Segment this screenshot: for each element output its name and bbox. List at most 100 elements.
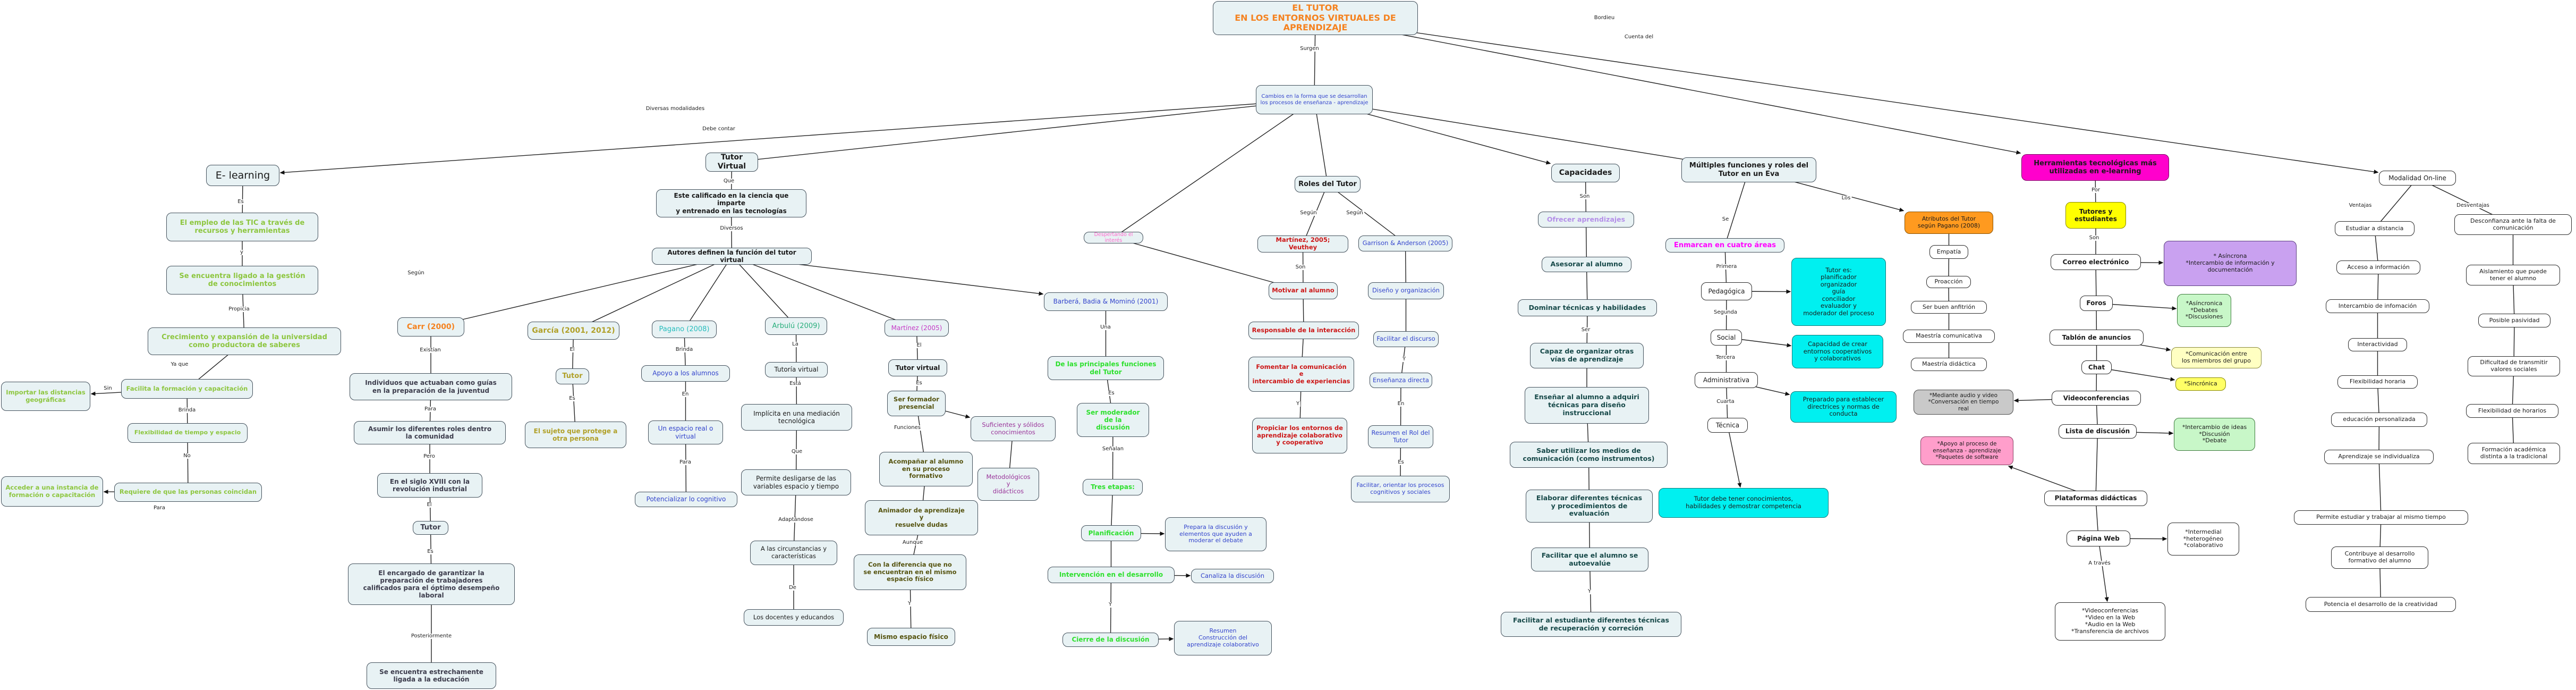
eduPersonalizada-node[interactable]: educación personalizada — [2331, 413, 2427, 427]
link-label[interactable]: Posteriormente — [410, 633, 453, 639]
plataformas-node[interactable]: Plataformas didácticas — [2044, 491, 2147, 506]
aprendizajeIndiv-node[interactable]: Aprendizaje se individualiza — [2324, 450, 2434, 464]
herramientas-node[interactable]: Herramientas tecnológicas más utilizadas… — [2021, 154, 2169, 181]
tablon-node[interactable]: Tablón de anuncios — [2050, 330, 2144, 346]
aislamiento-node[interactable]: Aislamiento que puede tener el alumno — [2466, 265, 2560, 285]
estrechamente-node[interactable]: Se encuentra estrechamente ligada a la e… — [367, 662, 496, 689]
preparado-node[interactable]: Preparado para establecer directrices y … — [1790, 391, 1897, 423]
dominar-node[interactable]: Dominar técnicas y habilidades — [1518, 299, 1657, 316]
motivar-node[interactable]: Motivar al alumno — [1269, 282, 1338, 299]
acompanar-node[interactable]: Acompañar al alumno en su proceso format… — [879, 452, 973, 486]
asincronica-node[interactable]: *Asíncronica *Debates *Discusiones — [2177, 294, 2231, 327]
facilitarOrientar-node[interactable]: Facilitar, orientar los procesos cogniti… — [1351, 476, 1450, 502]
empleoTic-node[interactable]: El empleo de las TIC a través de recurso… — [166, 213, 318, 241]
link-label[interactable]: El — [426, 502, 433, 508]
link-label[interactable]: Adaptándose — [777, 517, 814, 523]
sigloXVIII-node[interactable]: En el siglo XVIII con la revolución indu… — [377, 473, 482, 498]
ofrecer-node[interactable]: Ofrecer aprendizajes — [1538, 212, 1634, 228]
link-label[interactable]: Y — [1295, 401, 1301, 407]
videoconferencias-node[interactable]: Videoconferencias — [2052, 391, 2141, 406]
desconfianza-node[interactable]: Desconfianza ante la falta de comunicaci… — [2454, 214, 2572, 235]
link-label[interactable]: Señalan — [1101, 446, 1125, 452]
carr-node[interactable]: Carr (2000) — [397, 317, 464, 336]
link-label[interactable]: Bordieu — [1593, 15, 1616, 21]
docentes-node[interactable]: Los docentes y educandos — [744, 609, 844, 626]
vcListado-node[interactable]: *Videoconferencias *Video en la Web *Aud… — [2055, 602, 2165, 641]
planificacion-node[interactable]: Planificación — [1081, 525, 1141, 541]
elearning-node[interactable]: E- learning — [206, 165, 279, 186]
conDiferencia-node[interactable]: Con la diferencia que no se encuentran e… — [854, 554, 966, 590]
link-label[interactable]: Primera — [1715, 264, 1738, 270]
intercambioInfo-node[interactable]: Intercambio de infomación — [2326, 299, 2429, 313]
intermedial-node[interactable]: *Intermedial *heterogéneo *colaborativo — [2167, 523, 2239, 556]
fomentar-node[interactable]: Fomentar la comunicación e intercambio d… — [1248, 357, 1354, 392]
flexHoraria-node[interactable]: Flexibilidad horaria — [2337, 375, 2418, 389]
link-label[interactable]: Para — [152, 505, 166, 511]
link-label[interactable]: Se — [1721, 216, 1730, 222]
contribuye-node[interactable]: Contribuye al desarrollo formativo del a… — [2331, 546, 2428, 569]
link-label[interactable]: A través — [2087, 560, 2112, 566]
link-label[interactable]: Y — [1401, 356, 1407, 362]
tutorDebe-node[interactable]: Tutor debe tener conocimientos, habilida… — [1659, 488, 1829, 518]
facilita-node[interactable]: Facilita la formación y capacitación — [121, 379, 253, 399]
administrativa-node[interactable]: Administrativa — [1695, 372, 1758, 388]
paginaWeb-node[interactable]: Página Web — [2067, 531, 2130, 546]
intervencion-node[interactable]: Intervención en el desarrollo — [1048, 567, 1175, 583]
link-label[interactable]: Que — [790, 449, 804, 455]
cambios-node[interactable]: Cambios en la forma que se desarrollan l… — [1256, 85, 1373, 114]
maestriaDid-node[interactable]: Maestría didáctica — [1911, 358, 1987, 371]
link-label[interactable]: Y — [1107, 602, 1113, 608]
arbulu-node[interactable]: Arbulú (2009) — [765, 317, 827, 335]
potencializar-node[interactable]: Potencializar lo cognitivo — [635, 492, 737, 507]
link-label[interactable]: Propicia — [227, 306, 251, 312]
cierre-node[interactable]: Cierre de la discusión — [1062, 633, 1159, 647]
link-label[interactable]: Según — [406, 270, 426, 276]
ligadoGestion-node[interactable]: Se encuentra ligado a la gestión de cono… — [166, 266, 318, 294]
principalesFunciones-node[interactable]: De las principales funciones del Tutor — [1048, 356, 1164, 380]
diseno-node[interactable]: Diseño y organización — [1368, 282, 1444, 299]
roles-node[interactable]: Roles del Tutor — [1295, 176, 1361, 192]
listaDiscusion-node[interactable]: Lista de discusión — [2059, 424, 2137, 439]
link-label[interactable]: Para — [678, 459, 692, 465]
accesoInfo-node[interactable]: Acceso a información — [2336, 260, 2420, 274]
asincrona-node[interactable]: * Asíncrona *Intercambio de información … — [2164, 241, 2297, 286]
sincronica-node[interactable]: *Sincrónica — [2175, 377, 2226, 391]
asumir-node[interactable]: Asumir los diferentes roles dentro la co… — [354, 421, 506, 444]
individuos-node[interactable]: Individuos que actuaban como guías en la… — [350, 373, 512, 400]
tutorVirtual-node[interactable]: Tutor Virtual — [705, 153, 758, 172]
link-label[interactable]: Diversas modalidades — [644, 106, 706, 112]
propiciar-node[interactable]: Propiciar los entornos de aprendizaje co… — [1252, 418, 1347, 453]
mismoEspacio-node[interactable]: Mismo espacio físico — [867, 628, 955, 646]
link-label[interactable]: Y — [906, 601, 913, 607]
ensenarAdquiri-node[interactable]: Enseñar al alumno a adquiri técnicas par… — [1525, 387, 1649, 424]
metodologicos-node[interactable]: Metodológicos y didácticos — [977, 468, 1039, 501]
maestriaCom-node[interactable]: Maestría comunicativa — [1903, 330, 1995, 343]
tecnica-node[interactable]: Técnica — [1707, 418, 1748, 433]
link-label[interactable]: Cuarta — [1715, 399, 1736, 405]
modalidad-node[interactable]: Modalidad On-line — [2379, 171, 2456, 186]
autores-node[interactable]: Autores definen la función del tutor vir… — [652, 248, 812, 265]
encargado-node[interactable]: El encargado de garantizar la preparació… — [348, 563, 515, 605]
enmarcan-node[interactable]: Enmarcan en cuatro áreas — [1665, 238, 1784, 253]
link-label[interactable]: Surgen — [1299, 46, 1320, 52]
comunicacionGrupo-node[interactable]: *Comunicación entre los miembros del gru… — [2171, 347, 2262, 368]
link-label[interactable]: Ventajas — [2348, 203, 2373, 208]
link-label[interactable]: Una — [1099, 324, 1112, 330]
responsable-node[interactable]: Responsable de la interacción — [1248, 322, 1359, 339]
empatia-node[interactable]: Empatía — [1929, 245, 1968, 259]
resumenConstr-node[interactable]: Resumen Construcción del aprendizaje col… — [1174, 621, 1272, 655]
facilitarEstudiante-node[interactable]: Facilitar al estudiante diferentes técni… — [1501, 612, 1681, 637]
intercambioIdeas-node[interactable]: *Intercambio de ideas *Discusión *Debate — [2174, 418, 2255, 451]
link-label[interactable]: Está — [788, 381, 802, 386]
martinez-node[interactable]: Martínez (2005) — [885, 319, 949, 336]
link-label[interactable]: Es — [1107, 390, 1116, 396]
asesorar-node[interactable]: Asesorar al alumno — [1542, 257, 1631, 272]
acceder-node[interactable]: Acceder a una instancia de formación o c… — [1, 476, 103, 507]
proaccion-node[interactable]: Proacción — [1926, 276, 1971, 288]
link-label[interactable]: Sin — [103, 385, 113, 391]
interactividad-node[interactable]: Interactividad — [2348, 338, 2407, 351]
tutorVirtualM-node[interactable]: Tutor virtual — [888, 359, 947, 376]
despertando-node[interactable]: Despertando el interés — [1084, 232, 1143, 243]
link-label[interactable]: El — [915, 342, 923, 348]
chat-node[interactable]: Chat — [2081, 360, 2112, 374]
